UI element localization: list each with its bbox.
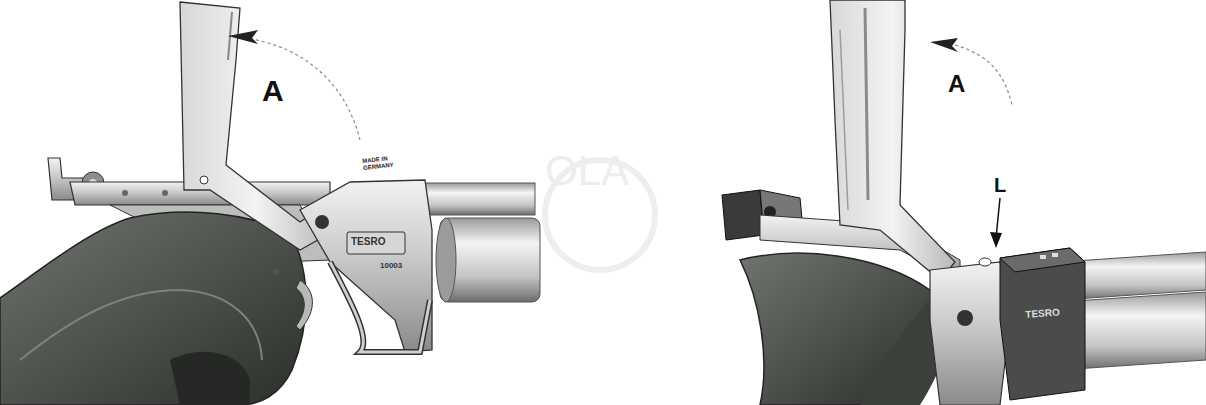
callout-letter: A xyxy=(262,76,284,106)
callout-letter: A xyxy=(948,72,965,96)
stamp-text: MADE IN GERMANY xyxy=(362,154,399,171)
pointer-arrow xyxy=(996,198,1000,238)
callout-letter: L xyxy=(994,175,1006,195)
serial-number: 10003 xyxy=(380,262,402,270)
motion-arc xyxy=(244,38,360,140)
brand-mark: TESRO xyxy=(351,237,385,247)
arrow-head xyxy=(228,30,258,44)
left-pistol xyxy=(0,2,540,405)
watermark: OLA xyxy=(545,150,629,192)
right-pistol xyxy=(722,0,1206,405)
arrow-head xyxy=(990,232,1002,248)
arrow-head xyxy=(930,38,958,52)
